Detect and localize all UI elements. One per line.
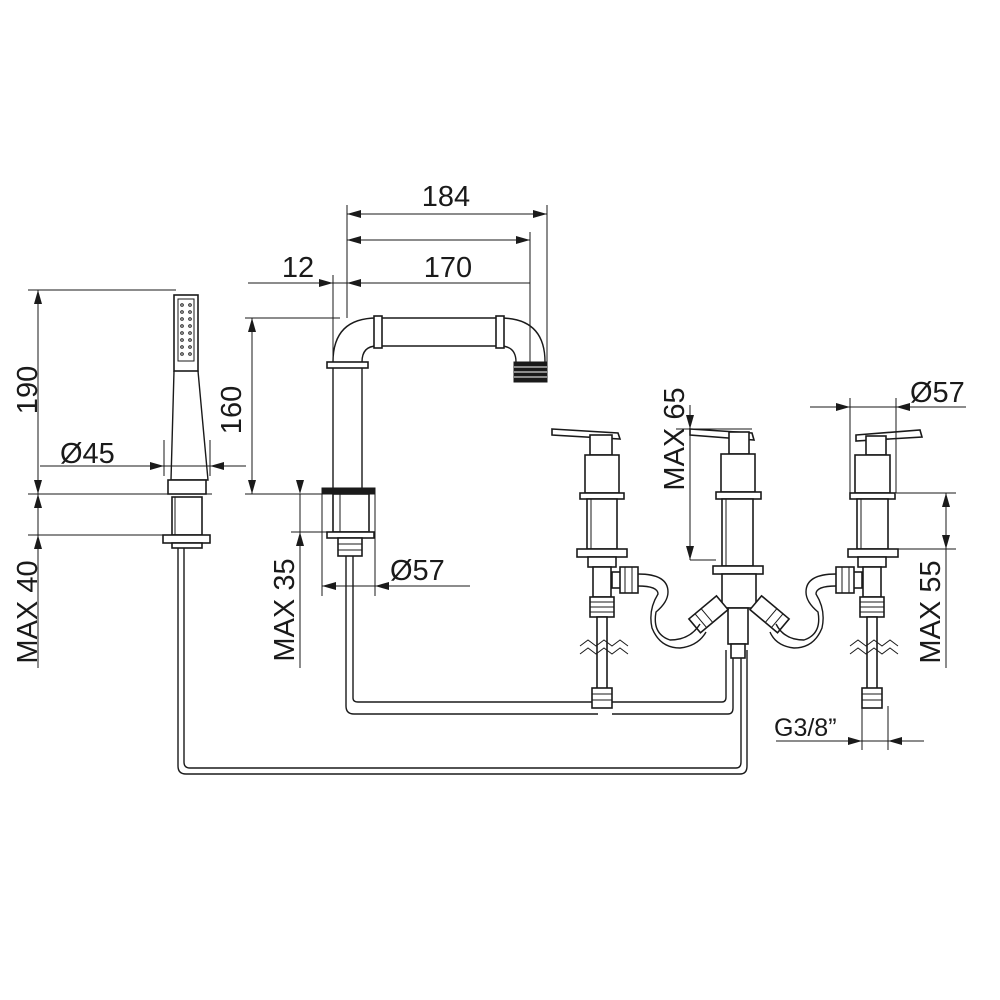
dimension-arrows (34, 210, 950, 745)
label-handshower-max-deck: MAX 40 (12, 560, 44, 663)
label-spout-reach: 170 (424, 252, 472, 284)
cut-break-icon (579, 639, 629, 655)
label-center-max-height: MAX 65 (659, 387, 691, 490)
label-right-max-deck: MAX 55 (915, 560, 947, 663)
hand-shower (162, 294, 748, 775)
label-handshower-height: 190 (12, 366, 44, 414)
center-mixer (637, 428, 837, 659)
spout (321, 315, 734, 715)
shower-nozzle-grid-icon (177, 298, 195, 362)
label-spout-total-width: 184 (422, 181, 470, 213)
label-spout-height: 160 (216, 386, 248, 434)
dimension-lines (28, 205, 966, 750)
label-right-handle-diameter: Ø57 (910, 377, 965, 409)
label-handshower-diameter: Ø45 (60, 438, 115, 470)
cut-break-icon (849, 639, 899, 655)
left-valve (551, 428, 639, 709)
right-valve (835, 429, 924, 709)
label-spout-max-deck: MAX 35 (269, 558, 301, 661)
label-spout-base-diameter: Ø57 (390, 555, 445, 587)
label-connection-thread: G3/8” (774, 714, 837, 742)
label-spout-offset: 12 (282, 252, 314, 284)
